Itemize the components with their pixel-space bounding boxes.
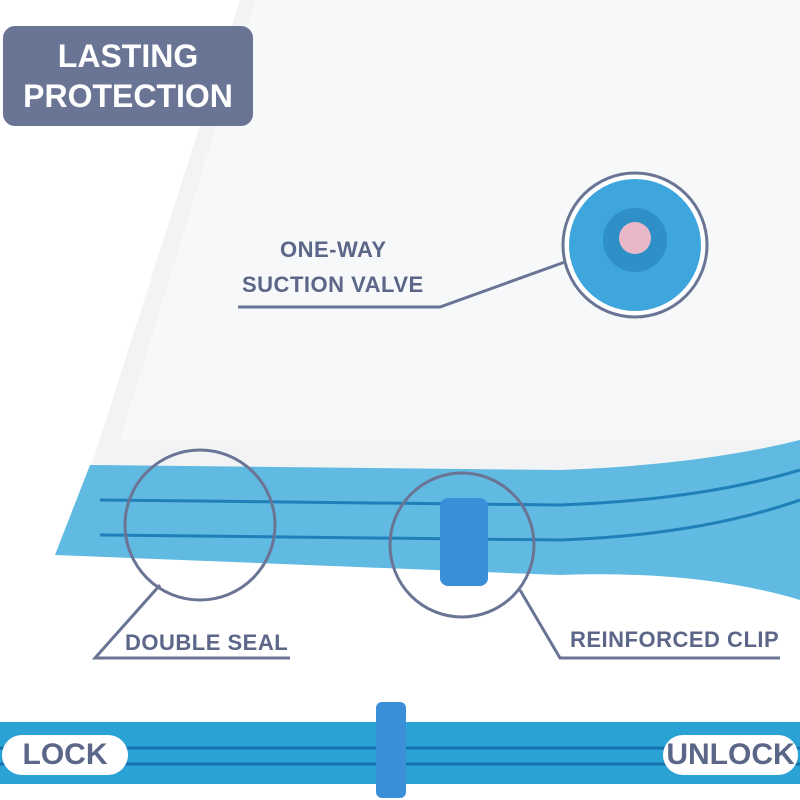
- seal-callout-circle: [123, 448, 277, 602]
- lasting-protection-badge: LASTING PROTECTION: [3, 26, 253, 126]
- clip-on-bag: [440, 498, 488, 586]
- clip-callout-circle: [388, 471, 536, 619]
- valve-label-line2: SUCTION VALVE: [242, 272, 424, 297]
- badge-line2: PROTECTION: [23, 78, 233, 114]
- valve-label-line1: ONE-WAY: [280, 237, 387, 262]
- lock-label: LOCK: [2, 735, 128, 775]
- slider-clip[interactable]: [376, 702, 406, 798]
- unlock-label: UNLOCK: [663, 735, 798, 775]
- badge-line1: LASTING: [57, 38, 199, 74]
- reinforced-clip-label: REINFORCED CLIP: [570, 627, 780, 652]
- zipper-band: [55, 440, 800, 600]
- double-seal-label: DOUBLE SEAL: [125, 630, 289, 655]
